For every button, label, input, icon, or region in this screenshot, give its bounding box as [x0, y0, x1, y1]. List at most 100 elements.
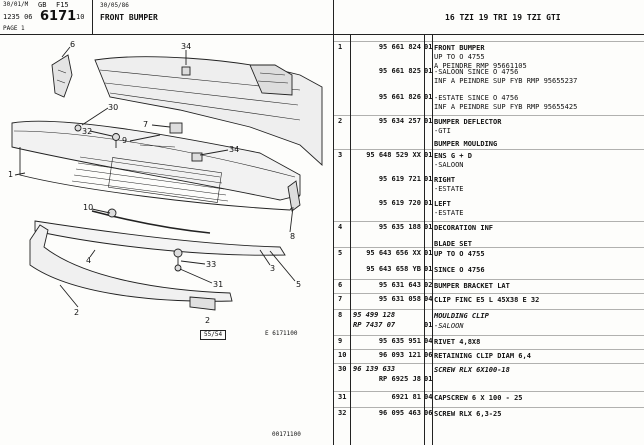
- part-qty: 06: [424, 409, 433, 417]
- part-qty: 01: [424, 199, 433, 207]
- description-line: SCREW RLX 6X100-18: [434, 366, 510, 374]
- part-number: 95 661 825: [378, 67, 421, 75]
- part-number: 95 619 720: [378, 199, 421, 207]
- row-separator: [334, 247, 644, 248]
- description-line: -ESTATE: [434, 208, 464, 217]
- callout-31: 31: [213, 280, 223, 289]
- part-qty: 04: [424, 337, 433, 345]
- callout-5: 5: [296, 280, 301, 289]
- description-line: -ESTATE SINCE O 4756: [434, 94, 519, 102]
- description-line: -SALOON: [434, 160, 464, 169]
- part-number: 95 635 188: [378, 223, 421, 231]
- plate-number: 6171: [40, 9, 77, 24]
- footer-code: 00171100: [272, 431, 301, 438]
- model-list: 16 TZI 19 TRI 19 TZI GTI: [445, 13, 561, 22]
- part-number: 6921 81: [391, 393, 421, 401]
- header-rule: [0, 34, 644, 35]
- part-ref: 6: [338, 281, 343, 289]
- callout-32: 32: [82, 127, 92, 136]
- bumper-exploded-diagram: 6 34 30 32 7 9 34 1 10 4 33 8 3 5 2 31 2: [8, 40, 323, 325]
- part-description: -SALOON: [434, 322, 464, 331]
- part-ref: 5: [338, 249, 343, 257]
- row-separator: [334, 115, 644, 116]
- row-separator: [334, 41, 644, 42]
- part-number: 95 635 951: [378, 337, 421, 345]
- part-number: 95 661 824: [378, 43, 421, 51]
- diagram-badge: 55/54: [200, 330, 227, 340]
- description-line: RETAINING CLIP DIAM 6,4: [434, 352, 531, 360]
- part-qty: 01: [424, 175, 433, 183]
- description-line: -SALOON: [434, 322, 464, 330]
- part-number: 96 093 121: [378, 351, 421, 359]
- part-qty: 01: [424, 67, 433, 75]
- callout-7: 7: [143, 120, 148, 129]
- callout-6: 6: [70, 40, 75, 49]
- part-number: RP 6925 J8: [378, 375, 421, 383]
- description-line: LEFT: [434, 200, 451, 208]
- header-doc-date: 30/01/M: [3, 1, 29, 8]
- row-separator: [334, 407, 644, 408]
- col-divider-ref: [350, 35, 351, 445]
- part-description: MOULDING CLIP: [434, 312, 489, 321]
- part-description: DECORATION INF: [434, 224, 493, 233]
- part-description: RETAINING CLIP DIAM 6,4: [434, 352, 531, 361]
- description-line: -GTI: [434, 126, 451, 135]
- part-number: 95 631 643: [378, 281, 421, 289]
- description-line: DECORATION INF: [434, 224, 494, 232]
- description-line: MOULDING CLIP: [434, 312, 489, 320]
- description-line: RIGHT: [434, 176, 456, 184]
- callout-1: 1: [8, 170, 13, 179]
- part-ref: 9: [338, 337, 343, 345]
- part-ref: 32: [338, 409, 347, 417]
- part-description: SCREW RLX 6,3-25: [434, 410, 501, 419]
- row-separator: [334, 309, 644, 310]
- description-line: SCREW RLX 6,3-25: [434, 410, 502, 418]
- row-separator: [334, 293, 644, 294]
- callout-2: 2: [74, 308, 79, 317]
- part-description: UP TO O 4755: [434, 250, 485, 259]
- row-separator: [334, 335, 644, 336]
- part-qty: 04: [424, 393, 433, 401]
- part-description: ENS G + D-SALOON: [434, 152, 472, 170]
- description-line: UP TO O 4755: [434, 52, 485, 61]
- part-qty: 01: [424, 375, 433, 383]
- part-number: 95 643 656 XX: [366, 249, 421, 257]
- description-line: -ESTATE: [434, 184, 464, 193]
- diagram-table-divider: [333, 0, 334, 445]
- part-number: 95 648 529 XX: [366, 151, 421, 159]
- part-description: RIVET 4,8X8: [434, 338, 480, 347]
- part-description: SINCE O 4756: [434, 266, 485, 275]
- callout-2b: 2: [205, 316, 210, 325]
- part-qty: 06: [424, 351, 433, 359]
- part-qty: 01: [424, 43, 433, 51]
- description-line: ENS G + D: [434, 152, 472, 160]
- description-line: BUMPER DEFLECTOR: [434, 118, 502, 126]
- part-qty: 04: [424, 295, 433, 303]
- part-description: RIGHT-ESTATE: [434, 176, 464, 194]
- description-line: CAPSCREW 6 X 100 - 25: [434, 394, 523, 402]
- header-section: F15: [56, 1, 69, 9]
- row-separator: [334, 221, 644, 222]
- row-separator: [334, 279, 644, 280]
- callout-9: 9: [122, 136, 127, 145]
- page-number: PAGE 1: [3, 25, 25, 32]
- part-qty: 01: [424, 321, 433, 329]
- callout-8: 8: [290, 232, 295, 241]
- description-line: BUMPER MOULDING: [434, 140, 498, 148]
- part-ref: 2: [338, 117, 343, 125]
- description-line: SINCE O 4756: [434, 266, 485, 274]
- callout-34b: 34: [229, 145, 239, 154]
- part-description: BUMPER DEFLECTOR-GTI: [434, 118, 501, 136]
- part-description: BLADE SET: [434, 240, 472, 249]
- part-number: 95 499 128: [353, 311, 396, 319]
- header-date: 30/05/86: [100, 2, 129, 9]
- part-qty: 02: [424, 281, 433, 289]
- part-number: 95 634 257: [378, 117, 421, 125]
- callout-3: 3: [270, 264, 275, 273]
- part-description: BUMPER MOULDING: [434, 140, 497, 149]
- callout-10: 10: [83, 203, 93, 212]
- header-lang: GB: [38, 1, 47, 9]
